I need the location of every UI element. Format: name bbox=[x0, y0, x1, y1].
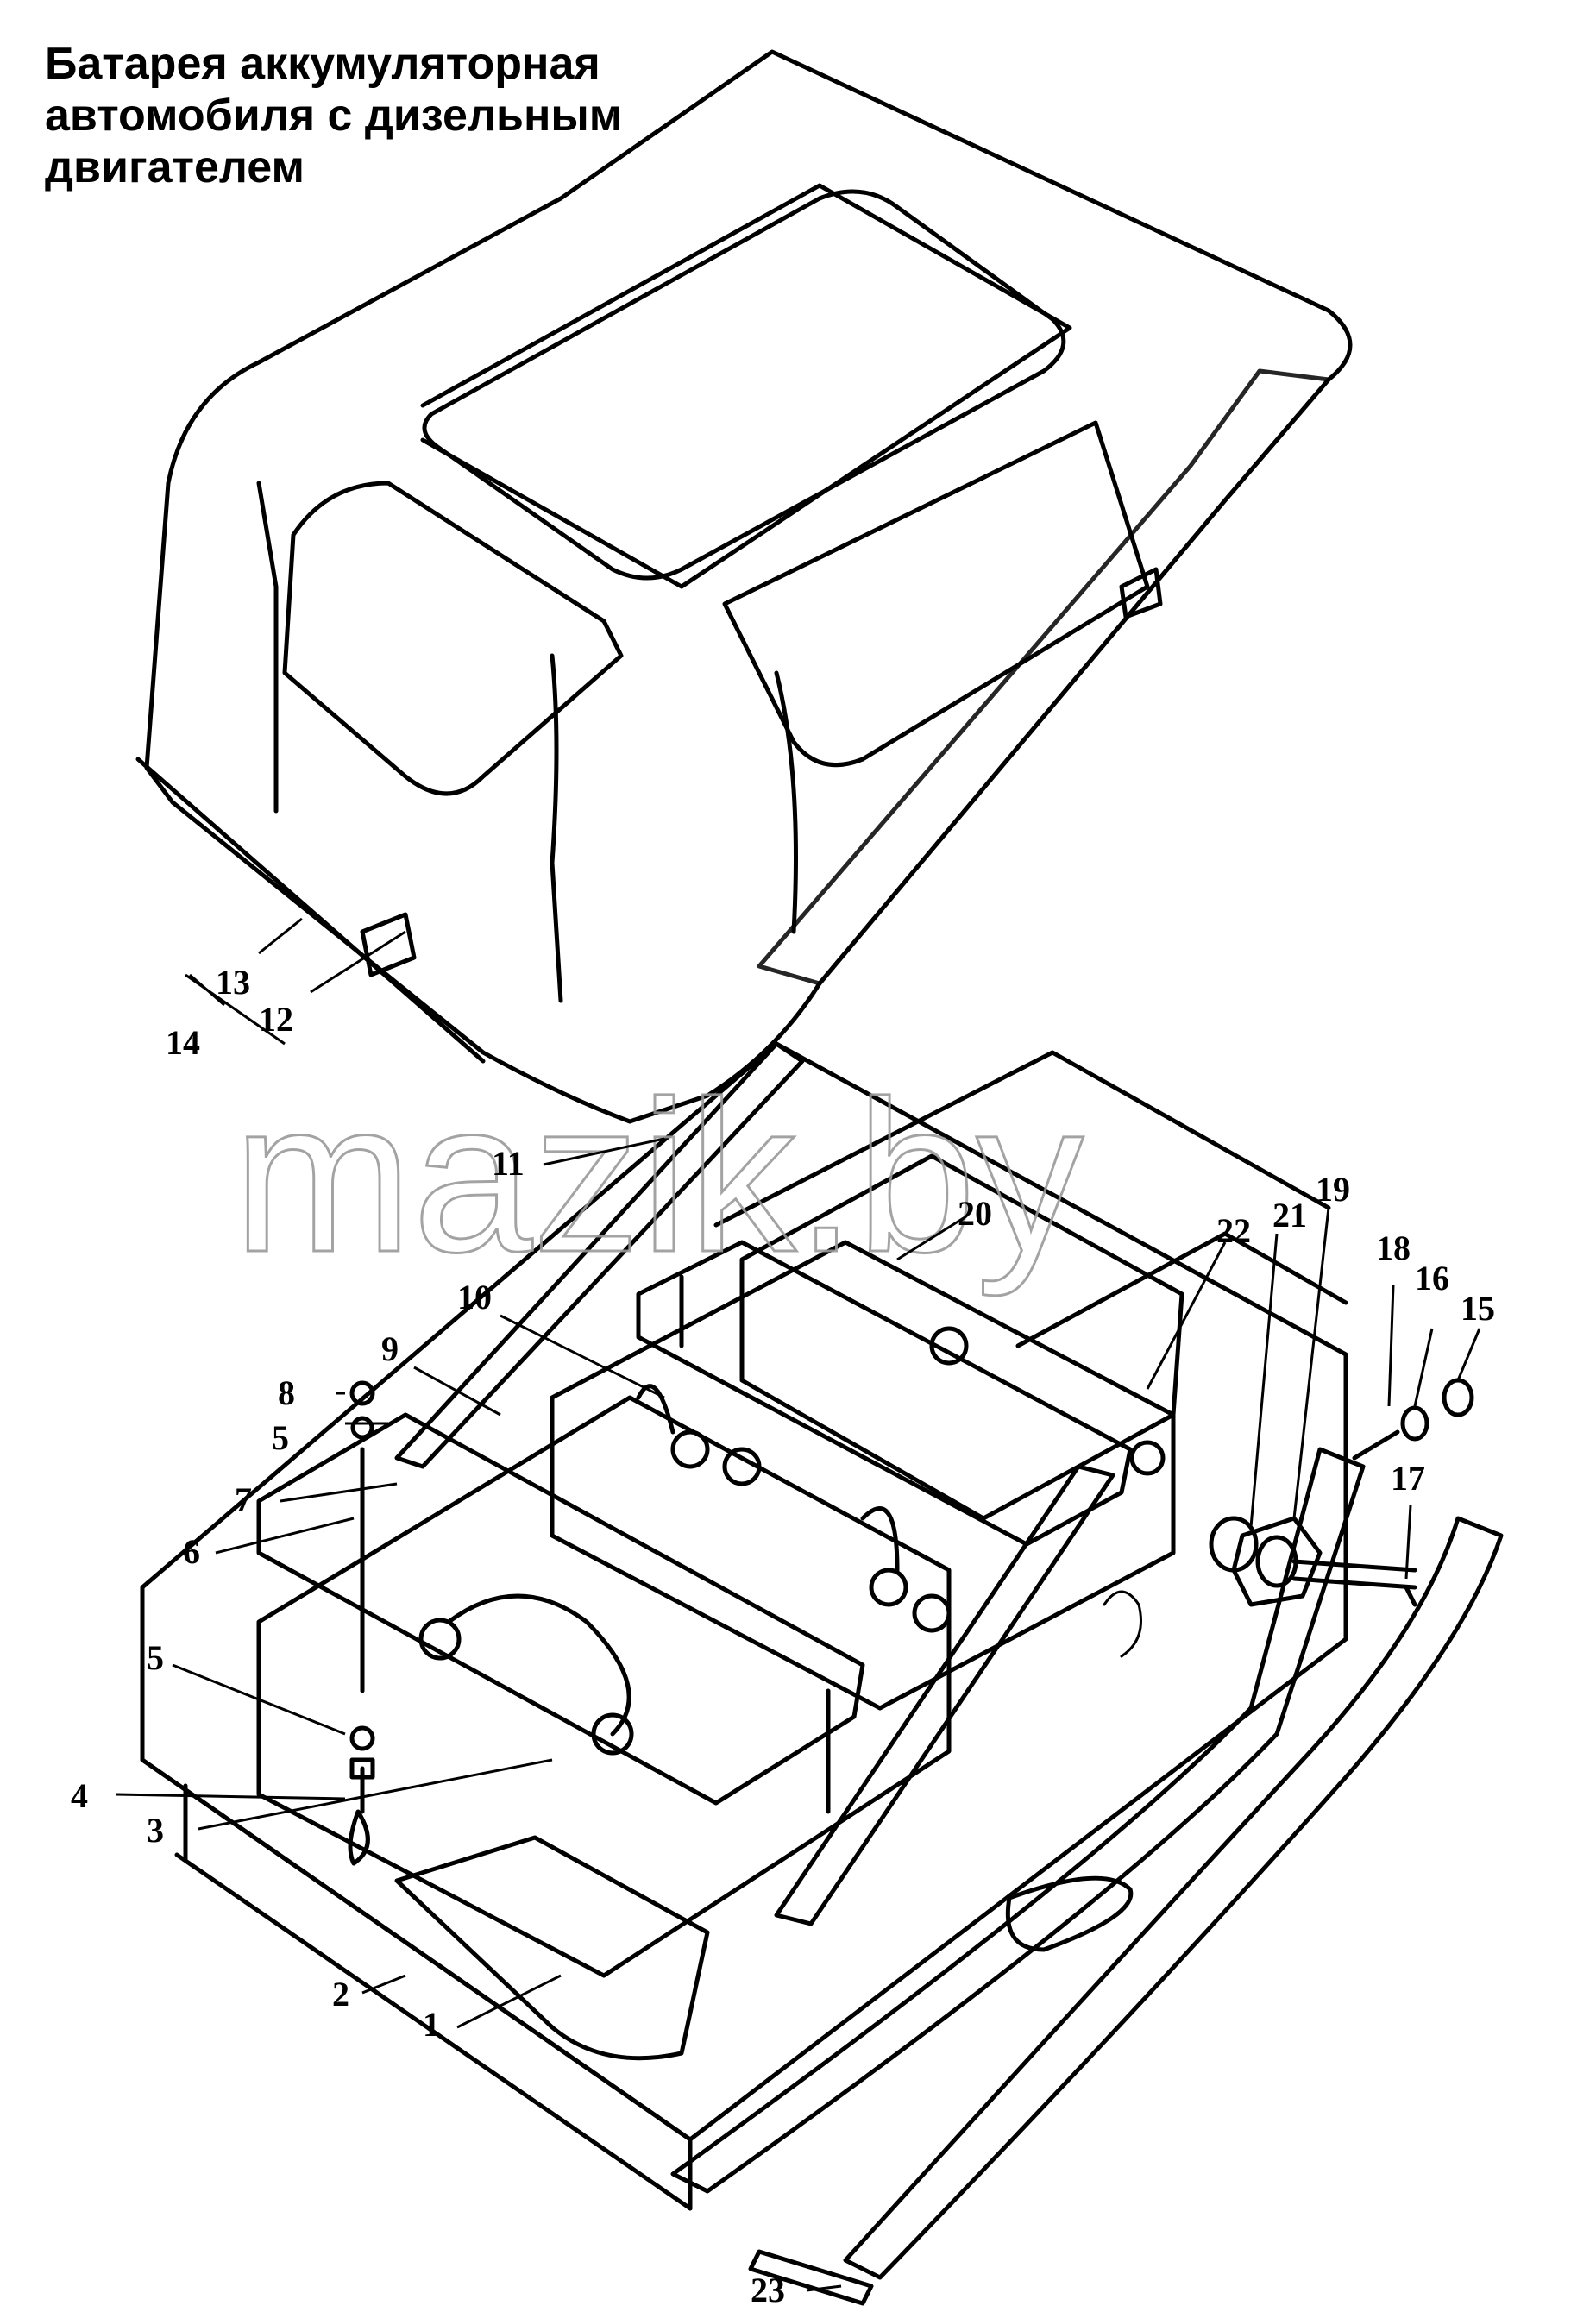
label-16: 16 bbox=[1415, 1259, 1449, 1297]
label-6: 6 bbox=[183, 1532, 200, 1571]
label-18: 18 bbox=[1376, 1228, 1411, 1267]
label-7: 7 bbox=[235, 1480, 252, 1519]
diagram-title: Батарея аккумуляторная автомобиля с дизе… bbox=[45, 38, 701, 193]
label-21: 21 bbox=[1272, 1196, 1307, 1235]
label-15: 15 bbox=[1461, 1289, 1495, 1328]
label-13: 13 bbox=[216, 963, 250, 1002]
label-1: 1 bbox=[423, 2005, 440, 2044]
title-line-1: Батарея аккумуляторная bbox=[45, 39, 600, 89]
battery-cover bbox=[135, 49, 1353, 1124]
label-23: 23 bbox=[751, 2271, 785, 2309]
label-8: 8 bbox=[278, 1373, 295, 1412]
label-20: 20 bbox=[958, 1194, 992, 1233]
label-12: 12 bbox=[259, 1000, 293, 1039]
label-5-top: 5 bbox=[272, 1418, 289, 1457]
label-19: 19 bbox=[1316, 1170, 1350, 1209]
label-22: 22 bbox=[1216, 1211, 1251, 1250]
leader-lines bbox=[116, 917, 1481, 2292]
label-2: 2 bbox=[332, 1975, 349, 2014]
label-10: 10 bbox=[457, 1278, 492, 1316]
label-5-bottom: 5 bbox=[147, 1638, 164, 1677]
label-3: 3 bbox=[147, 1811, 164, 1850]
watermark: mazik.by bbox=[233, 1056, 1084, 1297]
title-line-2: автомобиля с дизельным bbox=[45, 91, 623, 141]
label-17: 17 bbox=[1391, 1459, 1425, 1498]
label-11: 11 bbox=[492, 1144, 525, 1183]
label-14: 14 bbox=[166, 1023, 200, 1062]
battery-box-and-frame bbox=[140, 1041, 1504, 2306]
title-line-3: двигателем bbox=[45, 142, 305, 192]
label-4: 4 bbox=[71, 1776, 88, 1815]
label-9: 9 bbox=[381, 1329, 399, 1368]
part-labels: 1 2 3 4 5 5 6 7 8 9 10 11 12 13 14 15 16… bbox=[71, 963, 1495, 2309]
